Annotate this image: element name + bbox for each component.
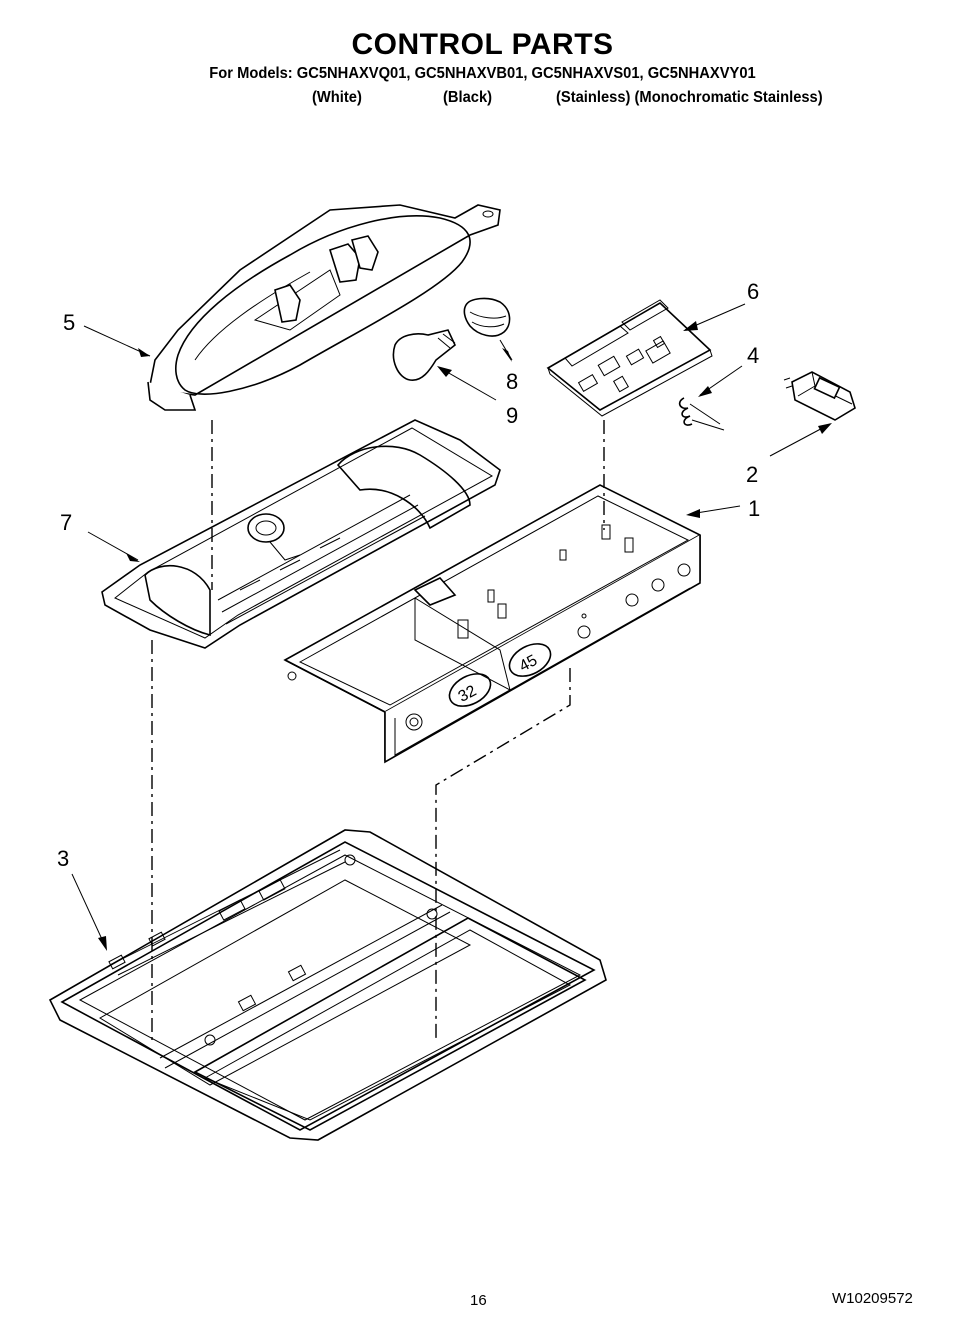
callout-7: 7 <box>60 510 72 535</box>
callout-numbers: 1 2 3 4 5 6 7 8 9 <box>57 279 760 871</box>
part-spring <box>678 397 725 431</box>
leader-lines <box>71 303 832 951</box>
models-line: For Models: GC5NHAXVQ01, GC5NHAXVB01, GC… <box>209 65 756 82</box>
part-bottom-frame <box>48 829 607 1141</box>
page-header: CONTROL PARTS For Models: GC5NHAXVQ01, G… <box>0 28 965 84</box>
part-light-bulb <box>392 329 456 381</box>
display-readout-right: 45 <box>517 652 541 675</box>
part-control-board <box>546 299 713 417</box>
callout-6: 6 <box>747 279 759 304</box>
alignment-lines <box>151 420 605 1040</box>
callout-9: 9 <box>506 403 518 428</box>
callout-1: 1 <box>748 496 760 521</box>
callout-5: 5 <box>63 310 75 335</box>
callout-3: 3 <box>57 846 69 871</box>
display-readout-left: 32 <box>456 682 480 705</box>
callout-2: 2 <box>746 462 758 487</box>
variant-white: (White) <box>312 89 362 106</box>
variant-black: (Black) <box>443 89 493 106</box>
part-control-housing: 32 45 <box>283 484 701 764</box>
document-number: W10209572 <box>832 1290 913 1307</box>
part-light-tray <box>101 419 501 649</box>
page-number: 16 <box>470 1292 487 1309</box>
callout-8: 8 <box>506 369 518 394</box>
callout-4: 4 <box>747 343 759 368</box>
part-light-cover <box>147 204 501 411</box>
part-lamp-socket <box>463 297 511 337</box>
variant-stainless: (Stainless) (Monochromatic Stainless) <box>556 89 823 106</box>
page-title: CONTROL PARTS <box>351 28 614 61</box>
part-switch <box>783 371 856 421</box>
